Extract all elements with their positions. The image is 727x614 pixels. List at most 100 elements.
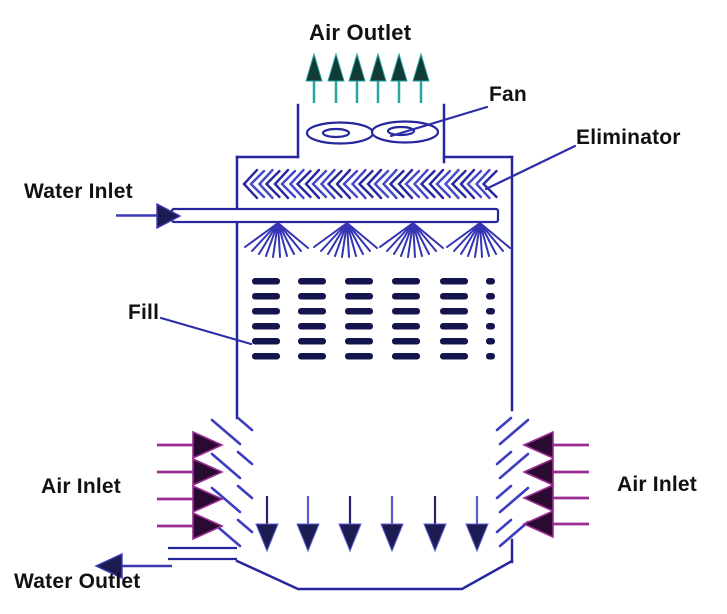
spray-ray: [277, 222, 302, 252]
fill-dash: [392, 308, 420, 315]
spray-ray: [258, 222, 279, 255]
louver-slat: [498, 418, 530, 446]
louver-slat: [210, 452, 242, 480]
fill-dash: [440, 338, 468, 345]
fill-dash: [298, 323, 326, 330]
eliminator-chevron: [373, 169, 390, 199]
fill-dash: [392, 278, 420, 285]
louver-slat-short: [236, 450, 254, 466]
eliminator-chevron: [357, 169, 374, 199]
fill-dash: [298, 338, 326, 345]
louver-slat-short: [236, 416, 254, 432]
louvers-right: [495, 416, 530, 548]
louver-slat-short: [495, 484, 513, 500]
eliminator-chevron: [443, 168, 460, 200]
down-arrow-head: [465, 523, 489, 553]
eliminator-chevron: [319, 168, 336, 200]
eliminator-chevron: [249, 169, 266, 199]
fill-dash: [298, 293, 326, 300]
spray-ray: [479, 222, 490, 257]
fill-dash-short: [486, 278, 495, 285]
down-arrow-head: [296, 523, 320, 553]
spray-ray: [446, 222, 481, 248]
fill-dash: [345, 353, 373, 360]
louver-slat: [210, 486, 242, 514]
eliminator-chevron: [311, 169, 328, 199]
spray-ray: [407, 222, 414, 258]
fill-dash-short: [486, 338, 495, 345]
eliminator-chevron: [428, 168, 445, 200]
down-arrow-head: [255, 523, 279, 553]
air-inlet-arrow-head: [192, 484, 224, 514]
eliminator-leader-line: [484, 144, 577, 191]
fill-dash: [440, 293, 468, 300]
fill-leader-line: [159, 316, 253, 346]
spray-ray: [320, 222, 348, 252]
air-outlet-label: Air Outlet: [309, 20, 412, 45]
fill-dash: [440, 353, 468, 360]
fill-dash: [345, 293, 373, 300]
spray-ray: [346, 222, 371, 252]
eliminator-chevron: [419, 169, 436, 199]
fill-dash: [345, 338, 373, 345]
fill-dash: [252, 353, 280, 360]
spray-ray: [479, 222, 483, 258]
air-inlet-arrow-head: [192, 457, 224, 487]
spray-ray: [479, 222, 504, 252]
eliminator-chevron: [366, 168, 383, 200]
air-inlet-arrows-right: [522, 430, 589, 539]
air-inlet-arrow-head: [192, 511, 224, 541]
louver-slat: [498, 486, 530, 514]
air-inlet-arrows-left: [157, 430, 224, 541]
eliminator-chevron: [474, 168, 491, 200]
louver-slat-short: [495, 450, 513, 466]
spray-ray: [460, 222, 481, 255]
louver-slat: [498, 520, 530, 548]
eliminator-chevron: [466, 169, 483, 199]
spray-ray: [479, 222, 497, 255]
eliminator-chevron: [381, 168, 398, 200]
spray-ray: [277, 222, 309, 249]
spray-ray: [277, 222, 281, 258]
air-outlet-arrow-head: [390, 52, 408, 82]
eliminator-chevrons: [242, 168, 498, 200]
spray-ray: [346, 222, 364, 255]
eliminator-chevron: [450, 169, 467, 199]
fill-dash: [392, 338, 420, 345]
eliminator-chevron: [388, 169, 405, 199]
down-arrow-head: [338, 523, 362, 553]
spray-ray: [251, 222, 279, 252]
spray-ray: [412, 222, 430, 255]
spray-ray: [386, 222, 414, 252]
louver-slat-short: [236, 484, 254, 500]
fan-leader-line: [389, 105, 489, 138]
eliminator-label: Eliminator: [576, 126, 681, 149]
fan-hub-left: [321, 127, 351, 139]
tower-outline: [168, 103, 514, 591]
eliminator-chevron: [257, 168, 274, 200]
eliminator-chevron: [264, 169, 281, 199]
spray-ray: [400, 222, 414, 257]
eliminator-chevron: [295, 169, 312, 199]
fill-dash: [345, 278, 373, 285]
water-inlet-pipe: [170, 207, 500, 224]
spray-ray: [479, 222, 511, 249]
louver-slat: [210, 418, 242, 446]
spray-ray: [453, 222, 481, 252]
air-inlet-arrow-head: [522, 457, 554, 487]
fill-dash: [392, 353, 420, 360]
louver-slat-short: [495, 518, 513, 534]
spray-ray: [341, 222, 348, 258]
water-inlet-arrow: [116, 202, 182, 230]
water-outlet-label: Water Outlet: [14, 570, 141, 593]
louver-slat: [498, 452, 530, 480]
fan-label: Fan: [489, 83, 527, 106]
spray-ray: [272, 222, 279, 258]
eliminator-chevron: [412, 168, 429, 200]
spray-ray: [346, 222, 378, 249]
air-outlet-arrows: [305, 52, 430, 103]
fill-dash: [440, 323, 468, 330]
air-inlet-arrow-head: [522, 509, 554, 539]
basin-bottom: [235, 559, 514, 591]
spray-ray: [277, 222, 295, 255]
